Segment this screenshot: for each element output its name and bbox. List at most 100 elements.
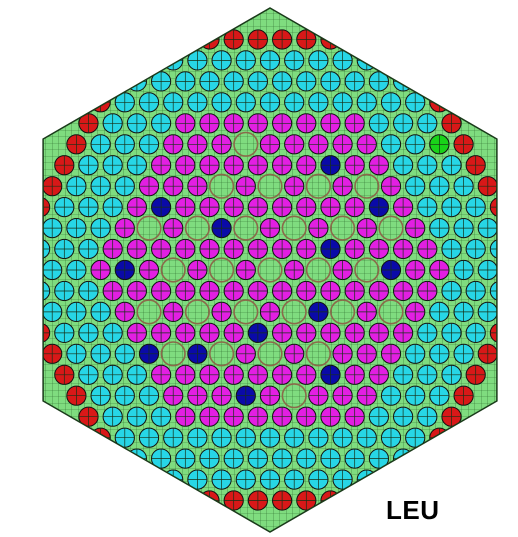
pin-crosshair	[199, 281, 220, 301]
pin-crosshair	[466, 155, 486, 175]
pin-crosshair	[175, 155, 195, 175]
outer-ring-pin	[502, 302, 518, 321]
pin-crosshair	[248, 155, 268, 175]
empty-position	[281, 383, 307, 409]
pin-crosshair	[78, 113, 99, 133]
pin-crosshair	[78, 197, 99, 217]
pin-crosshair	[248, 323, 268, 343]
pin-crosshair	[236, 92, 256, 112]
pin-crosshair	[345, 407, 365, 427]
empty-position	[330, 215, 356, 241]
pin-crosshair	[369, 197, 389, 217]
outer-ring-pin	[502, 219, 518, 238]
pin-crosshair	[260, 470, 280, 490]
pin-crosshair	[357, 428, 377, 448]
pin-crosshair	[175, 490, 195, 511]
pin-crosshair	[345, 490, 365, 511]
pin-crosshair	[187, 176, 207, 196]
pin-crosshair	[405, 344, 425, 364]
pin-crosshair	[320, 113, 341, 133]
pin-crosshair	[272, 281, 292, 301]
pin-crosshair	[78, 239, 99, 259]
pin-crosshair	[393, 365, 413, 385]
pin-crosshair	[308, 428, 328, 448]
pin-crosshair	[103, 71, 123, 91]
pin-crosshair	[308, 50, 328, 70]
pin-crosshair	[393, 29, 413, 50]
pin-crosshair	[175, 449, 195, 469]
pin-crosshair	[66, 302, 86, 322]
pin-crosshair	[127, 29, 147, 50]
pin-crosshair	[357, 92, 377, 112]
outer-ring-pin	[114, 469, 135, 490]
pin-crosshair	[151, 197, 171, 217]
pin-crosshair	[272, 155, 292, 175]
pin-crosshair	[66, 176, 86, 196]
pin-crosshair	[417, 197, 437, 217]
pin-crosshair	[357, 134, 377, 154]
pin-crosshair	[381, 92, 401, 112]
pin-crosshair	[127, 365, 147, 385]
pin-crosshair	[369, 155, 389, 175]
pin-crosshair	[43, 281, 50, 301]
pin-crosshair	[163, 176, 183, 196]
pin-crosshair	[224, 71, 244, 91]
pin-crosshair	[272, 490, 292, 511]
inner-ring-pin	[18, 260, 37, 279]
pin-crosshair	[272, 407, 292, 427]
pin-crosshair	[345, 155, 365, 175]
pin-crosshair	[163, 134, 183, 154]
pin-crosshair	[454, 344, 474, 364]
pin-crosshair	[236, 260, 256, 280]
pin-crosshair	[369, 113, 389, 133]
pin-crosshair	[441, 365, 462, 385]
pin-crosshair	[417, 323, 437, 343]
pin-crosshair	[454, 260, 474, 280]
pin-crosshair	[139, 470, 159, 490]
empty-position	[257, 341, 283, 367]
pin-crosshair	[405, 218, 425, 238]
pin-crosshair	[187, 386, 207, 406]
pin-crosshair	[333, 344, 353, 364]
pin-crosshair	[296, 490, 316, 511]
pin-crosshair	[490, 197, 497, 217]
pin-crosshair	[187, 92, 207, 112]
outer-ring-pin	[405, 50, 426, 71]
pin-crosshair	[417, 407, 437, 427]
pin-crosshair	[139, 344, 159, 364]
pin-crosshair	[236, 470, 256, 490]
pin-crosshair	[272, 323, 292, 343]
pin-crosshair	[187, 50, 207, 70]
pin-crosshair	[441, 155, 462, 175]
pin-crosshair	[236, 428, 256, 448]
outer-ring-pin	[417, 448, 438, 469]
pin-crosshair	[224, 155, 244, 175]
pin-crosshair	[224, 407, 244, 427]
pin-crosshair	[260, 92, 280, 112]
pin-crosshair	[139, 50, 159, 70]
empty-position	[281, 299, 307, 325]
pin-crosshair	[454, 176, 474, 196]
pin-crosshair	[369, 323, 389, 343]
pin-crosshair	[393, 323, 413, 343]
empty-position	[160, 341, 186, 367]
pin-crosshair	[212, 134, 232, 154]
pin-crosshair	[260, 428, 280, 448]
pin-crosshair	[18, 302, 37, 321]
pin-crosshair	[490, 281, 497, 301]
pin-crosshair	[502, 260, 518, 279]
pin-crosshair	[212, 428, 232, 448]
pin-crosshair	[417, 239, 437, 259]
pin-crosshair	[478, 260, 497, 280]
pin-crosshair	[212, 470, 232, 490]
pin-crosshair	[175, 113, 195, 133]
pin-crosshair	[6, 239, 25, 258]
pin-crosshair	[320, 71, 341, 91]
pin-crosshair	[151, 155, 171, 175]
pin-crosshair	[284, 260, 304, 280]
pin-crosshair	[199, 197, 220, 217]
pin-crosshair	[345, 239, 365, 259]
pin-crosshair	[369, 71, 389, 91]
empty-position	[233, 215, 259, 241]
